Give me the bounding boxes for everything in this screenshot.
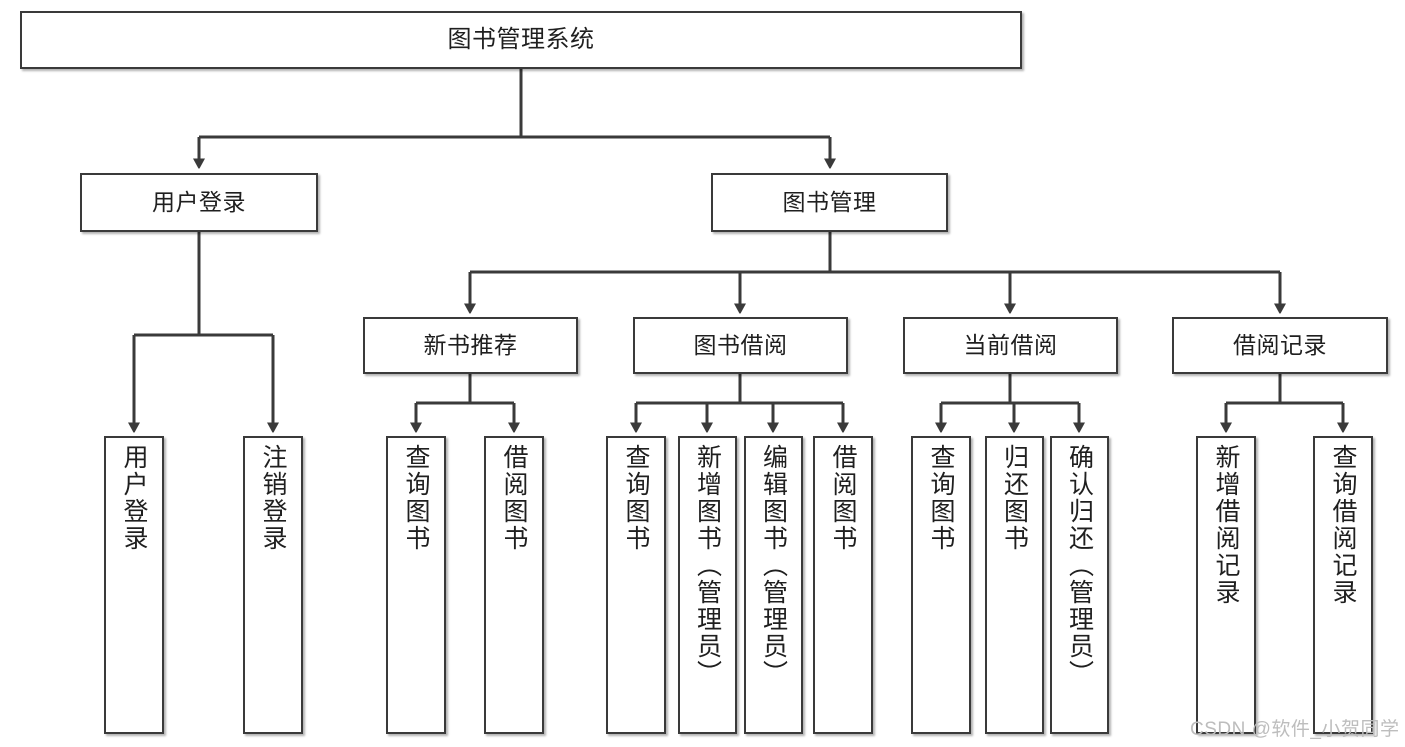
node-leaf-add-borrow-record-label: 新增借阅记录 (1212, 444, 1240, 606)
node-book-borrow-label: 图书借阅 (693, 331, 788, 358)
node-borrow-record-label: 借阅记录 (1233, 331, 1327, 358)
node-leaf-add-borrow-record[interactable]: 新增借阅记录 (1196, 436, 1256, 734)
node-leaf-confirm-return-label: 确认归还（管理员） (1065, 444, 1094, 687)
csdn-watermark: CSDN @软件_小贺同学 (1190, 719, 1400, 740)
node-leaf-query-borrow-record-label: 查询借阅记录 (1329, 444, 1357, 606)
node-leaf-borrow-book-recommend[interactable]: 借阅图书 (484, 436, 544, 734)
node-leaf-borrow-book[interactable]: 借阅图书 (813, 436, 873, 734)
node-leaf-borrow-book-label: 借阅图书 (829, 444, 857, 552)
node-leaf-query-borrow-record[interactable]: 查询借阅记录 (1313, 436, 1373, 734)
node-leaf-borrow-book-recommend-label: 借阅图书 (500, 444, 528, 552)
node-leaf-edit-book[interactable]: 编辑图书（管理员） (744, 436, 803, 734)
node-book-management[interactable]: 图书管理 (711, 173, 948, 232)
node-leaf-edit-book-label: 编辑图书（管理员） (759, 444, 788, 687)
node-leaf-query-book-current[interactable]: 查询图书 (911, 436, 971, 734)
node-root-label: 图书管理系统 (447, 25, 595, 53)
node-leaf-add-book-label: 新增图书（管理员） (693, 444, 722, 687)
node-leaf-return-book-label: 归还图书 (1000, 444, 1029, 552)
node-leaf-query-book-current-label: 查询图书 (927, 444, 955, 552)
node-root[interactable]: 图书管理系统 (20, 11, 1022, 69)
node-current-borrow[interactable]: 当前借阅 (903, 317, 1118, 374)
node-new-book-recommend-label: 新书推荐 (423, 331, 518, 358)
node-new-book-recommend[interactable]: 新书推荐 (363, 317, 578, 374)
node-borrow-record[interactable]: 借阅记录 (1172, 317, 1388, 374)
node-leaf-confirm-return[interactable]: 确认归还（管理员） (1050, 436, 1109, 734)
node-leaf-user-login[interactable]: 用户登录 (104, 436, 164, 734)
node-leaf-logout-label: 注销登录 (259, 444, 287, 552)
node-leaf-user-login-label: 用户登录 (120, 444, 148, 552)
node-book-management-label: 图书管理 (782, 188, 877, 215)
node-user-login[interactable]: 用户登录 (80, 173, 318, 232)
node-leaf-query-book-recommend[interactable]: 查询图书 (386, 436, 446, 734)
node-current-borrow-label: 当前借阅 (963, 331, 1058, 358)
node-leaf-return-book[interactable]: 归还图书 (985, 436, 1044, 734)
node-leaf-query-book-borrow-label: 查询图书 (622, 444, 650, 552)
node-leaf-query-book-borrow[interactable]: 查询图书 (606, 436, 666, 734)
node-leaf-add-book[interactable]: 新增图书（管理员） (678, 436, 737, 734)
node-user-login-label: 用户登录 (152, 188, 246, 215)
node-leaf-query-book-recommend-label: 查询图书 (402, 444, 430, 552)
node-book-borrow[interactable]: 图书借阅 (633, 317, 848, 374)
node-leaf-logout[interactable]: 注销登录 (243, 436, 303, 734)
